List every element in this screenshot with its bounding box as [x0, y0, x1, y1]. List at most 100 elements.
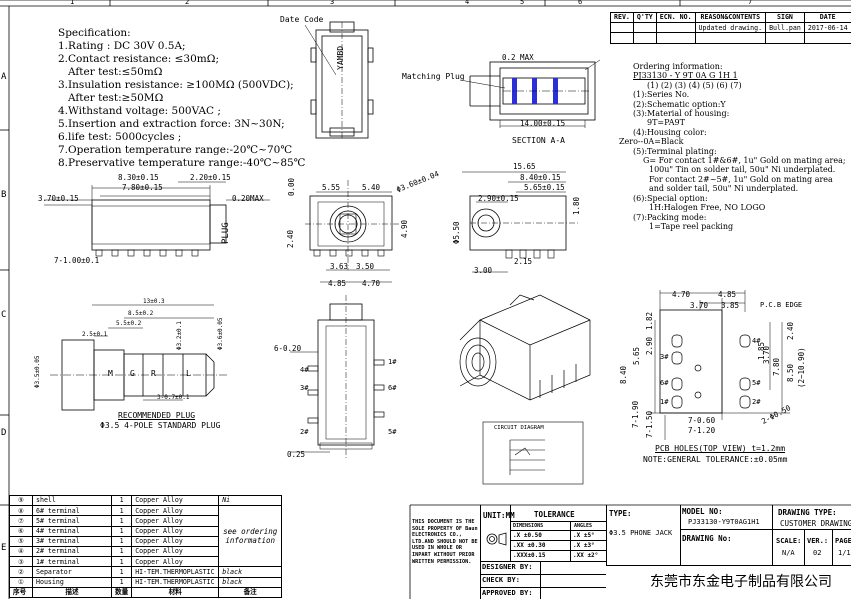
bom-header: 序号: [9, 586, 33, 598]
dim-565: 5.65±0.15: [524, 183, 565, 192]
dim-1565: 15.65: [513, 162, 536, 171]
bom-name: 4# terminal: [32, 525, 112, 537]
dim-phi32: Φ3.2±0.1: [176, 321, 183, 350]
dim-485b: 4.85: [718, 290, 737, 299]
spec-item: After test:≥50MΩ: [68, 92, 164, 104]
model-label: MODEL NO:: [682, 507, 723, 516]
bom-qty: 1: [110, 576, 133, 588]
dim-300: 3.00: [474, 266, 493, 275]
company-name: 东莞市东金电子制品有限公司: [650, 574, 832, 590]
bom-no: ⑥: [9, 525, 33, 537]
dim-470a: 4.70: [362, 279, 381, 288]
date-cell: 2017-06-14: [803, 22, 851, 34]
ordering-line: 1=Tape reel packing: [649, 221, 734, 231]
spec-item: 2.Contact resistance: ≤30mΩ;: [58, 53, 219, 65]
bom-no: ①: [9, 576, 33, 588]
dim-370: 3.70±0.15: [38, 194, 79, 203]
revision-row: Updated drawing. Bull.pan 2017-06-14: [610, 22, 851, 34]
dim-290: 2.90±0.15: [478, 194, 519, 203]
reason-cell: Updated drawing.: [694, 22, 767, 34]
bom-name: shell: [32, 494, 112, 507]
circuit-diagram: [482, 421, 584, 485]
dim-290b: 2.90: [645, 336, 654, 355]
section-aa-label: SECTION A-A: [512, 136, 565, 145]
ordering-info: Ordering information: PJ33130 - Y 9T 0A …: [619, 62, 846, 231]
ordering-line: Zero--0A=Black: [619, 137, 684, 147]
dim-215: 2.15: [514, 257, 533, 266]
bom-qty: 1: [110, 545, 133, 558]
model-value: PJ33130-Y9T0AG1H1: [688, 518, 760, 526]
spec-item: 3.Insulation resistance: ≥100MΩ (500VDC)…: [58, 79, 294, 91]
dim-565b: 5.65: [632, 346, 641, 365]
bom-no: ⑨: [9, 494, 33, 507]
pin-label: 4#: [300, 366, 309, 374]
bom-material: HI-TEM.THERMOPLASTIC: [131, 566, 220, 578]
dim-85: 8.5±0.2: [128, 310, 154, 317]
ordering-line: and solder tail, 50u" Ni underplated.: [649, 184, 799, 194]
dim-7x060: 7-0.60: [688, 416, 716, 425]
drawing-type-label: DRAWING TYPE:: [778, 508, 837, 517]
bom-qty: 1: [110, 535, 133, 547]
matching-plug-label: Matching Plug: [402, 72, 465, 81]
bom-material: Copper Alloy: [131, 556, 220, 568]
bom-note: black: [218, 566, 283, 578]
ordering-title: Ordering information:: [633, 62, 723, 71]
dim-850: 8.50: [786, 363, 795, 382]
tol-dim: .XX ±0.30: [513, 542, 546, 549]
bom-row: ⑨ shell 1 Copper Alloy Ni: [9, 494, 283, 507]
dim-840: 8.40±0.15: [520, 173, 561, 182]
ordering-line: (6):Special option:: [633, 193, 708, 203]
isometric-jack: [459, 294, 591, 401]
ordering-line: For contact 2#~5#, 1u" Gold on mating ar…: [649, 174, 833, 184]
bom-material: Copper Alloy: [131, 535, 220, 547]
dim-182: 1.82: [645, 311, 654, 330]
scale-value: N/A: [782, 549, 795, 557]
section-aa-view: [469, 59, 601, 128]
bom-no: ②: [9, 566, 33, 578]
plug-vertical-label: PLUG: [221, 222, 231, 244]
rev-cell: [610, 22, 634, 34]
dim-555: 5.55: [322, 183, 341, 192]
dim-025: 0.25: [287, 450, 306, 459]
ecn-cell: [655, 22, 696, 34]
dim-350: 3.50: [356, 262, 375, 271]
dim-385: 3.85: [721, 301, 740, 310]
dim-1090: (2~10.90): [797, 347, 806, 388]
bom-no: ④: [9, 545, 33, 558]
plug-letter: M: [108, 369, 113, 378]
ordering-line: 1H:Halogen Free, NO LOGO: [649, 203, 766, 213]
date-header: DATE: [803, 11, 851, 24]
disclaimer: THIS DOCUMENT IS THE SOLE PROPERTY OF Ba…: [412, 519, 478, 565]
dim-240b: 2.40: [786, 321, 795, 340]
specification-block: Specification: 1.Rating : DC 30V 0.5A; 2…: [58, 27, 305, 170]
dim-1400: 14.00±0.15: [520, 119, 566, 128]
dim-55: 5.5±0.2: [116, 320, 142, 327]
check-label: CHECK BY:: [482, 576, 520, 584]
dimensions-label: DIMENSIONS: [513, 523, 544, 529]
pcb-pin-label: 1#: [660, 398, 669, 406]
pcb-pin-label: 4#: [752, 337, 761, 345]
stamp-text: YAMBD: [336, 45, 345, 70]
sign-cell: Bull.pan: [765, 22, 805, 34]
jack-top-view: [310, 21, 374, 140]
pin-label: 5#: [388, 428, 397, 436]
row-letter: B: [1, 190, 7, 200]
spec-item: 5.Insertion and extraction force: 3N~30N…: [58, 118, 285, 130]
bom-header: 材料: [131, 586, 220, 598]
dim-7x100: 7-1.00±0.1: [54, 256, 100, 265]
ecn-header: ECN. NO.: [655, 11, 696, 24]
bom-material: Copper Alloy: [131, 545, 220, 558]
tol-ang: .XX ±2°: [573, 552, 599, 559]
ordering-line: (1):Series No.: [633, 90, 690, 100]
sign-header: SIGN: [765, 11, 805, 24]
pin-side-view: [307, 295, 385, 460]
unit-label: UNIT:MM: [483, 511, 515, 520]
dim-370b: 3.70: [690, 301, 709, 310]
pcb-pin-label: 2#: [752, 398, 761, 406]
dim-470b: 4.70: [672, 290, 691, 299]
circuit-diagram-label: CIRCUIT DIAGRAM: [494, 425, 544, 431]
ver-value: 02: [813, 549, 822, 557]
projection-icon: [485, 531, 507, 550]
bom-header-row: 序号 描述 数量 材料 备注: [9, 586, 283, 598]
ordering-line: (3):Material of housing:: [633, 109, 730, 119]
